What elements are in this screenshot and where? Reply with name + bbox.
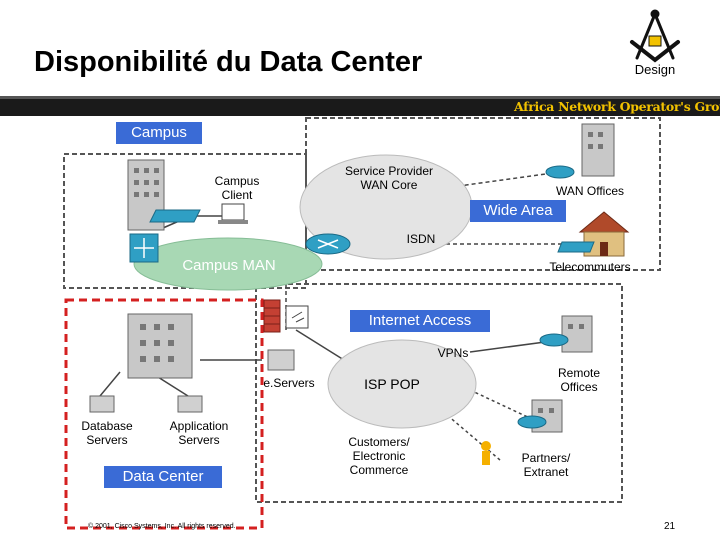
database-server-icon xyxy=(89,395,115,413)
eserver-icon xyxy=(267,349,295,371)
telecommuters-label: Telecommuters xyxy=(549,260,631,274)
campus-section-label: Campus xyxy=(116,122,202,144)
switch-icon xyxy=(557,241,595,253)
page-number: 21 xyxy=(664,521,676,532)
wide-area-section-label: Wide Area xyxy=(470,200,566,222)
campus-man-label: Campus MAN xyxy=(182,257,276,274)
brand-banner: Africa Network Operator's Group xyxy=(514,99,720,114)
compass-square-icon xyxy=(630,9,680,63)
access-device-icon xyxy=(285,305,309,329)
campus-client-label: Campus Client xyxy=(214,174,260,202)
laptop-icon xyxy=(218,203,248,224)
switch-icon xyxy=(149,209,201,223)
building-icon xyxy=(581,123,615,177)
remote-offices-label: Remote Offices xyxy=(557,366,601,394)
design-label: Design xyxy=(634,62,676,77)
isp-pop-cloud xyxy=(327,339,477,429)
vpns-label: VPNs xyxy=(437,346,469,360)
multilayer-switch-icon xyxy=(129,233,159,263)
wan-offices-label: WAN Offices xyxy=(555,184,624,198)
application-server-icon xyxy=(177,395,203,413)
building-icon xyxy=(561,315,593,353)
router-icon xyxy=(539,333,569,347)
isdn-label: ISDN xyxy=(406,232,436,246)
copyright-footer: © 2001, Cisco Systems, Inc. All rights r… xyxy=(88,523,236,530)
customers-label: Customers/ Electronic Commerce xyxy=(348,435,410,477)
page-title: Disponibilité du Data Center xyxy=(34,46,423,78)
campus-man-cloud xyxy=(133,237,323,291)
router-icon xyxy=(305,233,351,255)
person-icon xyxy=(481,441,491,465)
application-servers-label: Application Servers xyxy=(169,419,229,447)
partners-label: Partners/ Extranet xyxy=(521,451,571,479)
service-provider-label: Service Provider WAN Core xyxy=(344,164,434,192)
firewall-icon xyxy=(263,299,281,333)
data-center-region xyxy=(64,298,264,530)
router-icon xyxy=(517,415,547,429)
data-center-section-label: Data Center xyxy=(104,466,222,488)
internet-region xyxy=(255,283,623,503)
router-icon xyxy=(545,165,575,179)
header-bar xyxy=(0,96,720,116)
isp-pop-label: ISP POP xyxy=(364,376,420,392)
internet-access-section-label: Internet Access xyxy=(350,310,490,332)
building-icon xyxy=(127,313,193,379)
database-servers-label: Database Servers xyxy=(81,419,133,447)
eservers-label: e.Servers xyxy=(263,376,315,390)
